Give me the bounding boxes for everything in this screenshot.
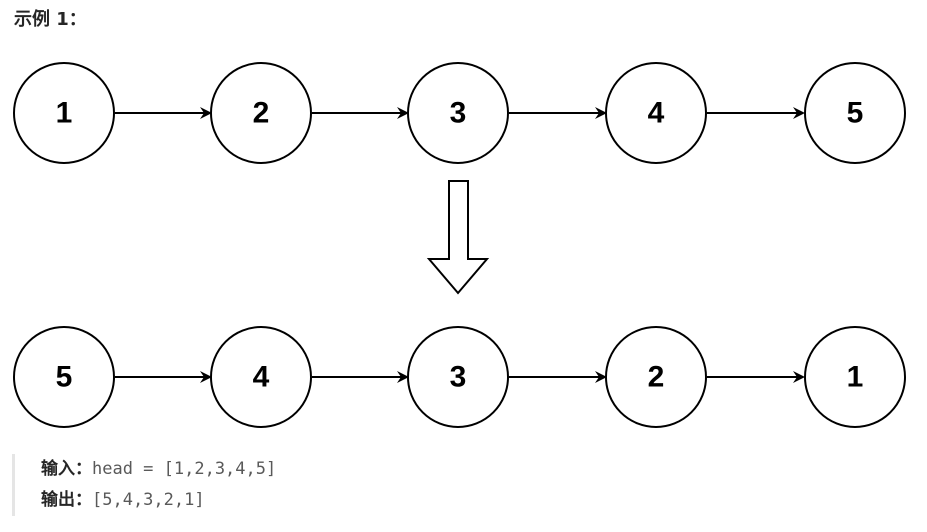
top-node-5: 5 <box>804 62 906 164</box>
output-label: 输出： <box>41 490 92 510</box>
node-label: 2 <box>648 361 665 394</box>
node-label: 3 <box>450 97 467 130</box>
node-circle <box>13 62 115 164</box>
node-circle <box>13 326 115 428</box>
bottom-node-1: 5 <box>13 326 115 428</box>
node-circle <box>407 62 509 164</box>
node-circle <box>804 326 906 428</box>
node-label: 4 <box>253 361 270 394</box>
bottom-node-3: 3 <box>407 326 509 428</box>
node-label: 2 <box>253 97 270 130</box>
hollow-down-arrow-icon <box>426 180 490 295</box>
node-circle <box>210 326 312 428</box>
node-circle <box>804 62 906 164</box>
node-label: 5 <box>847 97 864 130</box>
node-circle <box>210 62 312 164</box>
top-row-nodes: 1 2 3 4 5 <box>13 62 906 164</box>
node-circle <box>605 62 707 164</box>
input-row: 输入：head = [1,2,3,4,5] <box>41 454 276 485</box>
node-label: 1 <box>847 361 864 394</box>
example-io-block: 输入：head = [1,2,3,4,5] 输出：[5,4,3,2,1] <box>12 454 276 516</box>
bottom-row-nodes: 5 4 3 2 1 <box>13 326 906 428</box>
node-label: 3 <box>450 361 467 394</box>
top-node-3: 3 <box>407 62 509 164</box>
node-circle <box>605 326 707 428</box>
node-label: 5 <box>56 361 73 394</box>
output-value: [5,4,3,2,1] <box>92 490 205 510</box>
top-node-4: 4 <box>605 62 707 164</box>
top-node-1: 1 <box>13 62 115 164</box>
bottom-node-4: 2 <box>605 326 707 428</box>
output-row: 输出：[5,4,3,2,1] <box>41 485 276 516</box>
node-circle <box>407 326 509 428</box>
linked-list-diagram: 1 2 3 4 5 5 4 <box>13 62 906 428</box>
bottom-node-5: 1 <box>804 326 906 428</box>
node-label: 1 <box>56 97 73 130</box>
bottom-node-2: 4 <box>210 326 312 428</box>
input-value: head = [1,2,3,4,5] <box>92 459 277 479</box>
top-node-2: 2 <box>210 62 312 164</box>
node-label: 4 <box>648 97 665 130</box>
input-label: 输入： <box>41 459 92 479</box>
example-title: 示例 1： <box>14 9 87 30</box>
